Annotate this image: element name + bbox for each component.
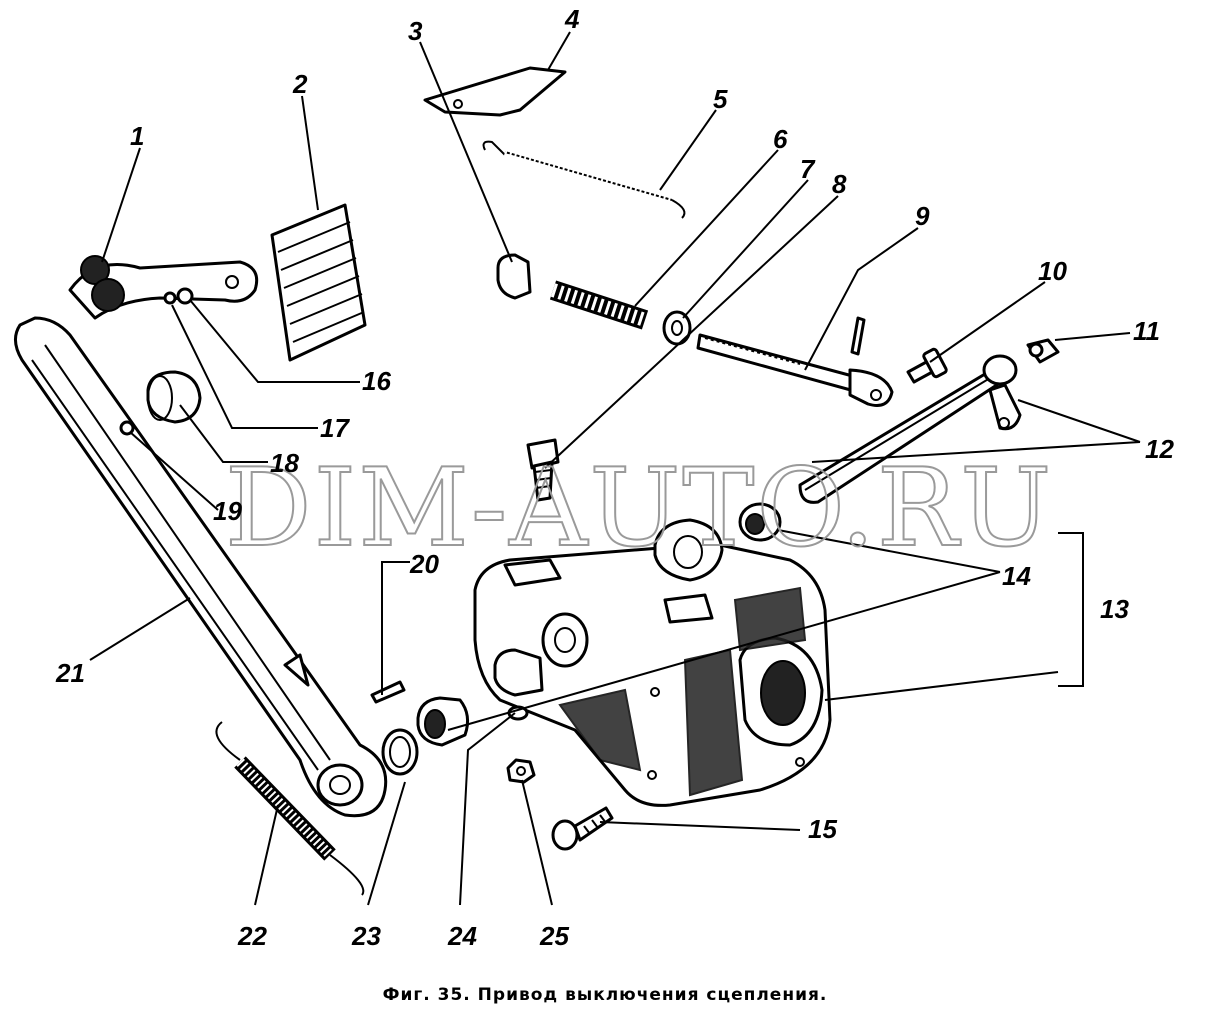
- washer-icon: [662, 310, 692, 346]
- callout-13: 13: [1100, 594, 1129, 624]
- spring-icon: [482, 140, 686, 219]
- callout-22: 22: [237, 921, 267, 951]
- callout-14: 14: [1002, 561, 1031, 591]
- callout-23: 23: [351, 921, 381, 951]
- bushing-lower-icon: [416, 696, 470, 747]
- grease-fitting-icon: [1026, 338, 1060, 364]
- callout-9: 9: [915, 201, 930, 231]
- parts-group: [14, 66, 1060, 896]
- leader-lines: [89, 31, 1141, 906]
- callout-labels: 1 2 3 4 5 6 7 8 9 10 11 12 13 14 15 16 1…: [55, 4, 1174, 951]
- callout-12: 12: [1145, 434, 1174, 464]
- cotter-pin-icon: [370, 680, 406, 704]
- callout-18: 18: [270, 448, 299, 478]
- callout-5: 5: [713, 84, 728, 114]
- callout-6: 6: [773, 124, 788, 154]
- threaded-rod-icon: [696, 316, 894, 407]
- bracket-plate-icon: [423, 66, 567, 117]
- callout-15: 15: [808, 814, 837, 844]
- callout-3: 3: [408, 16, 423, 46]
- callout-8: 8: [832, 169, 847, 199]
- callout-25: 25: [539, 921, 569, 951]
- bolt-icon: [526, 438, 560, 502]
- callout-7: 7: [800, 154, 816, 184]
- shaft-icon: [798, 354, 1022, 504]
- long-bolt-icon: [551, 806, 614, 851]
- pedal-pad-icon: [270, 203, 367, 362]
- nut-icon: [506, 758, 536, 784]
- pedal-lever-icon: [14, 316, 388, 818]
- pin-icon: [906, 347, 948, 384]
- return-spring-icon: [215, 721, 365, 896]
- snap-ring-icon: [381, 728, 419, 776]
- callout-16: 16: [362, 366, 391, 396]
- callout-24: 24: [447, 921, 477, 951]
- callout-2: 2: [292, 69, 308, 99]
- callout-10: 10: [1038, 256, 1067, 286]
- callout-17: 17: [320, 413, 350, 443]
- bushing-icon: [738, 502, 782, 542]
- pedal-arm-icon: [68, 255, 259, 320]
- callout-21: 21: [55, 658, 85, 688]
- watermark-text: DIM-AUTO.RU: [225, 446, 1053, 571]
- callout-4: 4: [564, 4, 580, 34]
- callout-1: 1: [130, 121, 144, 151]
- callout-19: 19: [213, 496, 242, 526]
- bumper-icon: [119, 370, 202, 436]
- callout-20: 20: [409, 549, 439, 579]
- adjust-nut-icon: [496, 253, 532, 300]
- figure-caption: Фиг. 35. Привод выключения сцепления.: [382, 985, 828, 1005]
- compression-spring-icon: [549, 280, 649, 330]
- callout-11: 11: [1133, 316, 1160, 346]
